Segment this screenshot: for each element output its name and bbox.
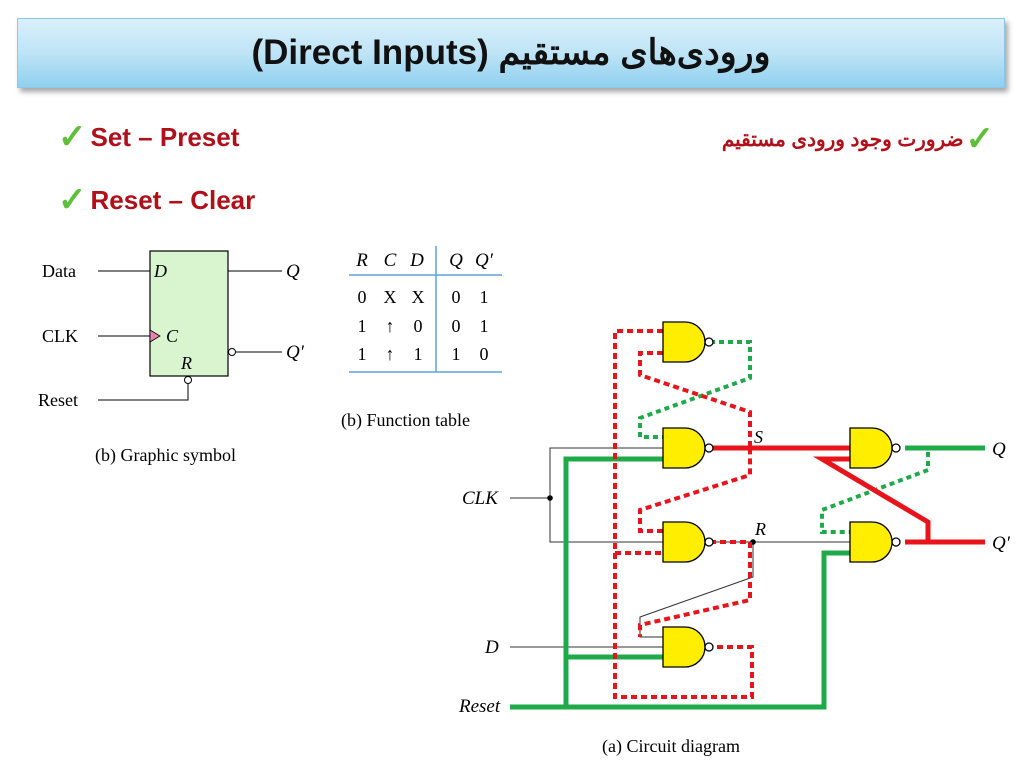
flipflop-box xyxy=(149,250,229,377)
circuit-node-r: R xyxy=(754,519,766,539)
nand-gate-qbar xyxy=(849,521,901,563)
circuit-input-reset: Reset xyxy=(458,696,501,717)
table-cell: 1 xyxy=(358,344,367,364)
table-cell: 1 xyxy=(480,287,489,307)
symbol-pin-r: R xyxy=(180,353,192,373)
table-cell: X xyxy=(412,287,425,307)
bullet-text: ضرورت وجود ورودی مستقیم xyxy=(721,128,964,151)
nand-gate-1 xyxy=(662,321,714,363)
table-cell: 1 xyxy=(452,344,461,364)
table-header: C xyxy=(384,250,397,271)
nand-gate-4 xyxy=(662,626,714,668)
nand-gate-q xyxy=(849,427,901,469)
table-header: Q xyxy=(449,250,463,271)
function-table: R C D Q Q′ 0 X X 0 1 1 ↑ 0 0 1 1 ↑ 1 1 0… xyxy=(341,246,502,431)
circuit-output-qbar: Q′ xyxy=(992,533,1011,554)
red-cross-path xyxy=(812,456,931,542)
flipflop-symbol: Data CLK Reset D C R Q Q′ (b) Graphic sy… xyxy=(38,250,305,466)
green-reset-upper xyxy=(563,456,663,707)
symbol-input-data: Data xyxy=(42,261,76,281)
table-cell: 1 xyxy=(414,344,423,364)
table-cell: ↑ xyxy=(386,344,395,364)
circuit-output-q: Q xyxy=(992,439,1006,460)
red-dashed-lower xyxy=(638,540,752,637)
symbol-output-qbar: Q′ xyxy=(286,342,305,363)
circuit-input-clk: CLK xyxy=(462,488,499,509)
bullet-direct-input-need: ضرورت وجود ورودی مستقیم ✓ xyxy=(722,122,994,156)
wire-clk-lower xyxy=(549,498,663,543)
table-cell: 0 xyxy=(414,316,423,336)
slide-title: ورودی‌های مستقیم (Direct Inputs) xyxy=(251,33,771,72)
bullet-set-preset: ✓ Set – Preset xyxy=(58,120,239,154)
table-cell: 0 xyxy=(452,316,461,336)
table-cell: 0 xyxy=(358,287,367,307)
symbol-caption: (b) Graphic symbol xyxy=(95,445,236,466)
table-cell: 0 xyxy=(480,344,489,364)
red-dashed-middle xyxy=(638,448,752,533)
circuit-input-d: D xyxy=(484,637,499,658)
green-reset-path xyxy=(510,550,850,710)
nand-gate-2 xyxy=(662,427,714,469)
circuit-caption: (a) Circuit diagram xyxy=(602,736,740,757)
symbol-input-reset: Reset xyxy=(38,390,78,410)
red-dashed-outer-loop xyxy=(613,329,754,699)
title-banner: ورودی‌های مستقیم (Direct Inputs) xyxy=(17,18,1005,88)
checkmark-icon: ✓ xyxy=(58,118,87,156)
bullet-text: Reset – Clear xyxy=(90,184,256,215)
table-cell: X xyxy=(384,287,397,307)
symbol-output-q: Q xyxy=(286,261,300,282)
checkmark-icon: ✓ xyxy=(965,120,995,158)
bullet-text: Set – Preset xyxy=(90,121,240,152)
table-cell: 1 xyxy=(480,316,489,336)
table-header: D xyxy=(409,250,424,271)
symbol-pin-d: D xyxy=(153,261,167,281)
table-header: R xyxy=(355,250,368,271)
table-cell: 0 xyxy=(452,287,461,307)
table-caption: (b) Function table xyxy=(341,410,470,431)
bullet-reset-clear: ✓ Reset – Clear xyxy=(58,183,255,217)
wire-clk-upper xyxy=(510,447,663,499)
clock-triangle-icon xyxy=(149,329,161,343)
symbol-input-clk: CLK xyxy=(42,326,78,346)
nand-gate-3 xyxy=(662,521,714,563)
wire-r-feedback xyxy=(639,542,754,638)
table-cell: 1 xyxy=(358,316,367,336)
red-dashed-upper xyxy=(638,351,752,448)
table-header: Q′ xyxy=(475,250,494,271)
checkmark-icon: ✓ xyxy=(58,181,87,219)
symbol-pin-c: C xyxy=(166,326,179,346)
circuit-node-s: S xyxy=(754,427,763,447)
table-cell: ↑ xyxy=(386,316,395,336)
circuit-diagram: CLK D Reset S R Q Q′ (a) Circuit diagram xyxy=(458,321,1011,757)
